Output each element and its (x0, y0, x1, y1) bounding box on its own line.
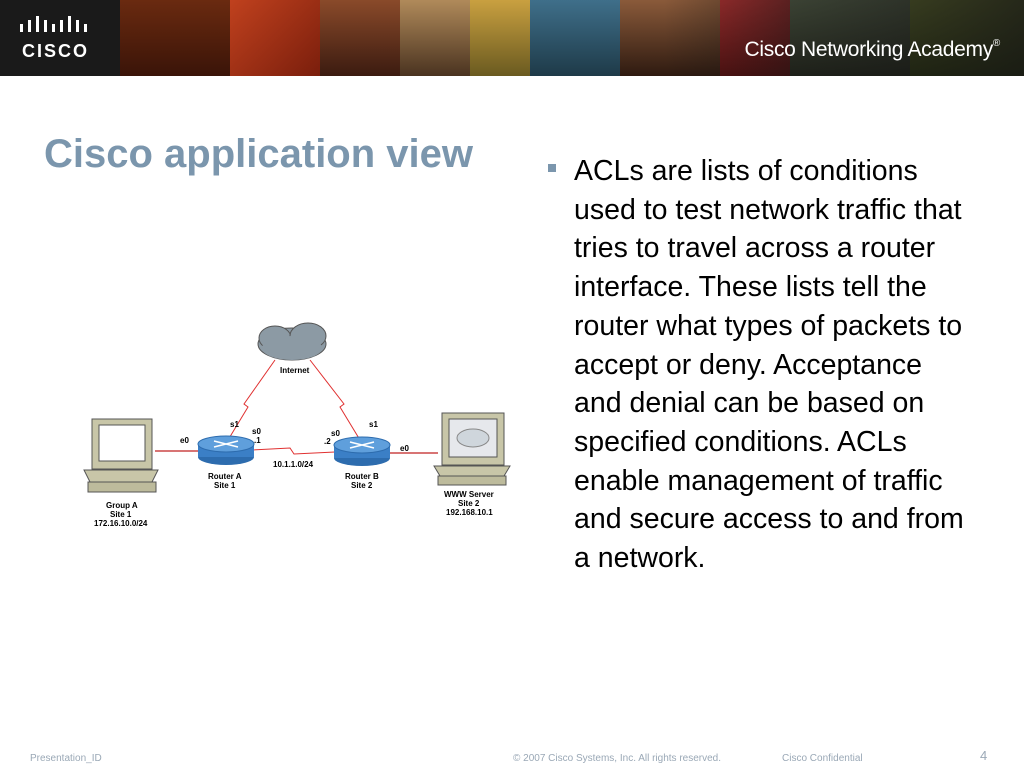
link-network-label: 10.1.1.0/24 (273, 460, 314, 469)
group-a-network: 172.16.10.0/24 (94, 519, 148, 528)
cisco-logo-bars-icon (20, 16, 87, 32)
group-a-name: Group A (106, 501, 138, 510)
router-b-name: Router B (345, 472, 379, 481)
banner-photo-2 (230, 0, 320, 76)
router-b-e0-label: e0 (400, 444, 409, 453)
academy-registered-mark: ® (992, 38, 1000, 49)
router-a-ip-label: .1 (254, 436, 261, 445)
banner-photo-1 (120, 0, 230, 76)
cisco-logo-text: CISCO (22, 41, 90, 61)
router-a-s1-label: s1 (230, 420, 239, 429)
slide-title: Cisco application view (44, 132, 474, 176)
banner-photo-3 (320, 0, 400, 76)
server-ip: 192.168.10.1 (446, 508, 493, 517)
header-banner: CISCO Cisco Networking Academy® (0, 0, 1024, 76)
footer-copyright: © 2007 Cisco Systems, Inc. All rights re… (513, 753, 722, 764)
group-a-pc-icon (83, 418, 159, 493)
page-number: 4 (980, 748, 988, 763)
server-name: WWW Server (444, 490, 494, 499)
bullet-square-icon (548, 164, 556, 172)
link-router-a-internet (227, 359, 276, 441)
group-a-site: Site 1 (110, 510, 132, 519)
footer-presentation-id: Presentation_ID (30, 753, 102, 764)
router-a-site: Site 1 (214, 481, 236, 490)
router-b-s0-label: s0 (331, 429, 340, 438)
router-b-s1-label: s1 (369, 420, 378, 429)
footer-confidential: Cisco Confidential (782, 753, 863, 764)
academy-brand: Cisco Networking Academy® (744, 38, 1001, 62)
router-b-site: Site 2 (351, 481, 373, 490)
banner-photo-6 (530, 0, 620, 76)
link-router-a-router-b (251, 447, 336, 455)
router-a-s0-label: s0 (252, 427, 261, 436)
banner-photo-5 (470, 0, 530, 76)
link-router-b-internet (309, 359, 361, 441)
cisco-logo: CISCO (18, 16, 98, 62)
router-b-ip-label: .2 (324, 437, 331, 446)
pc-e0-label: e0 (180, 436, 189, 445)
router-b-icon (333, 436, 391, 466)
banner-photo-4 (400, 0, 470, 76)
router-a-name: Router A (208, 472, 242, 481)
academy-text: Cisco Networking Academy (744, 38, 994, 61)
internet-label: Internet (280, 366, 310, 375)
network-diagram: Internet e0 s1 s0 .1 10.1.1.0/24 s0 (83, 322, 511, 528)
router-a-icon (197, 435, 255, 465)
internet-cloud-icon (257, 322, 327, 361)
bullet-text: ACLs are lists of conditions used to tes… (574, 155, 964, 575)
server-site: Site 2 (458, 499, 480, 508)
www-server-icon (433, 412, 511, 486)
